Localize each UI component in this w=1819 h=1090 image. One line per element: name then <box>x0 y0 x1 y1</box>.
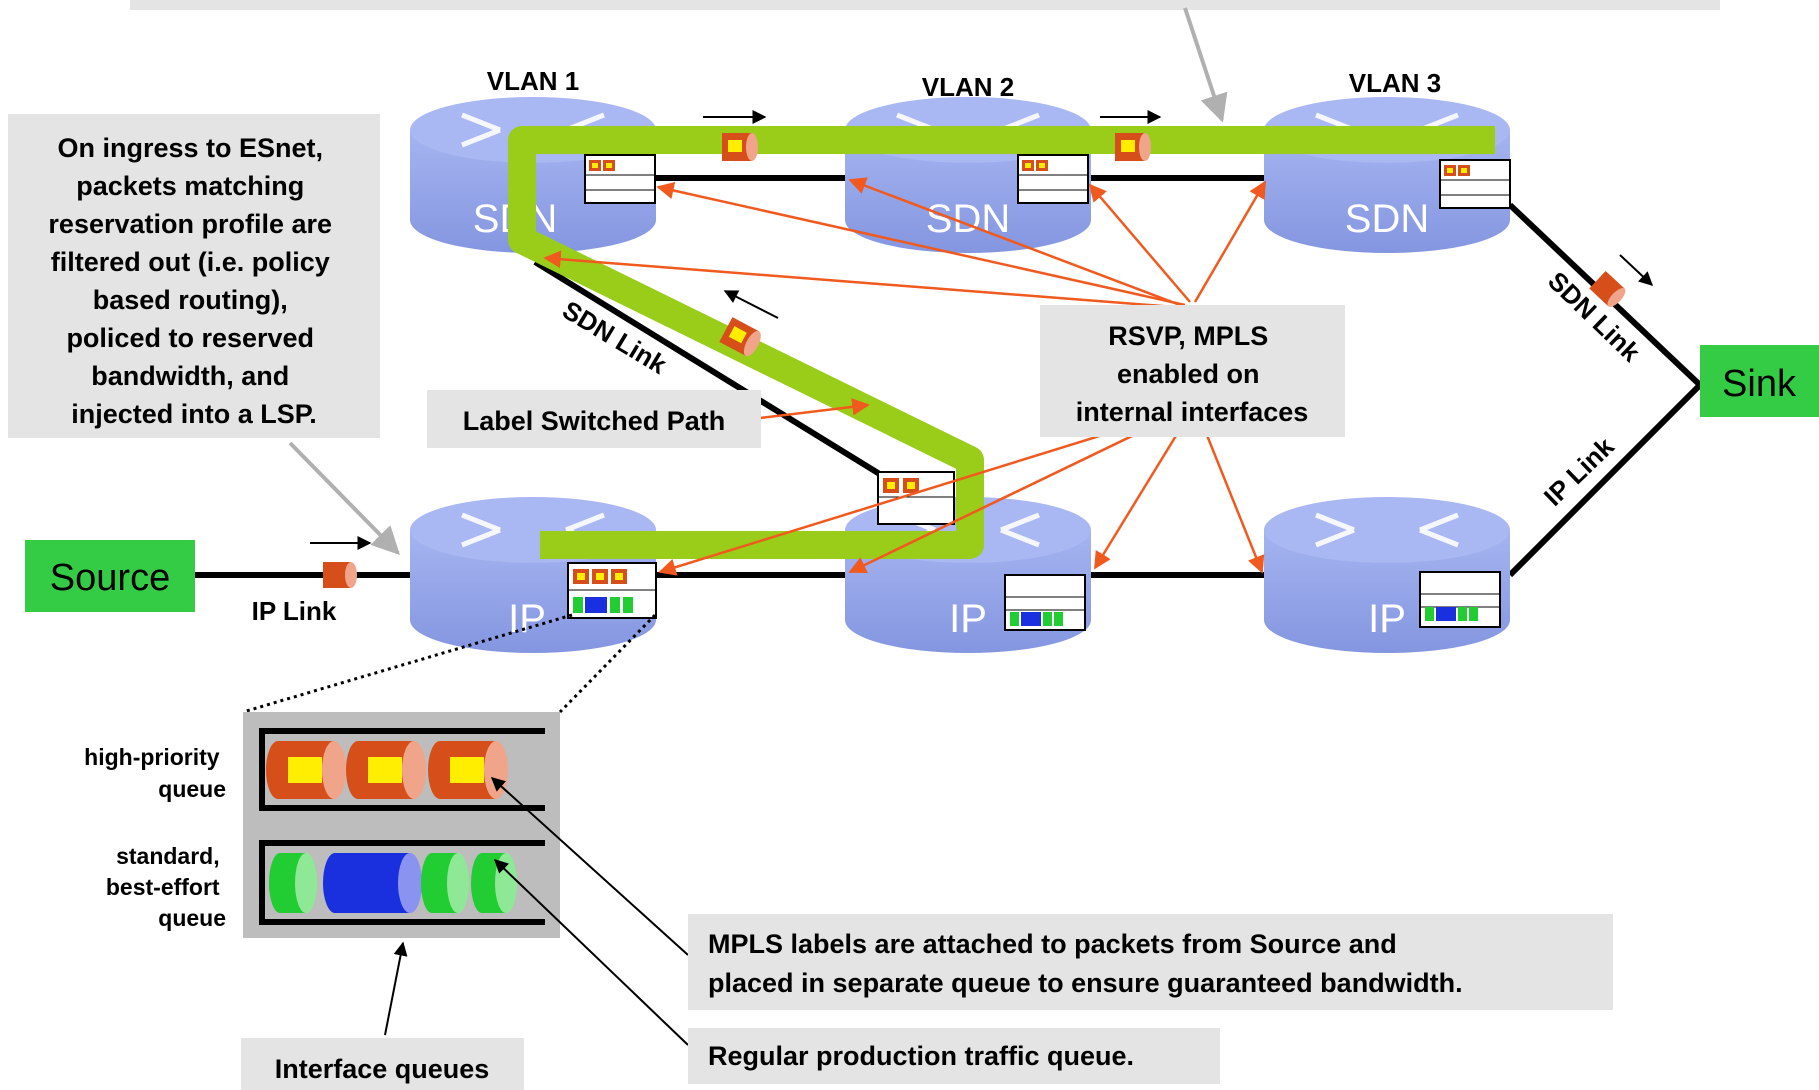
vlan-label: VLAN 2 <box>922 72 1014 102</box>
packet <box>722 133 758 161</box>
standard-queue-label: standard, best-effort queue <box>106 843 226 931</box>
interface-queues-callout: Interface queues <box>241 1038 524 1090</box>
ingress-text: On ingress to ESnet, packets matching re… <box>48 133 339 429</box>
rsvp-callout: RSVP, MPLS enabled on internal interface… <box>1040 305 1345 437</box>
ingress-pointer-arrow <box>288 441 400 555</box>
svg-text:Interface queues: Interface queues <box>275 1054 490 1084</box>
standard-queue <box>269 853 517 913</box>
interface-box-r5 <box>1004 574 1086 631</box>
router-type-label: IP <box>508 597 546 641</box>
lsp-callout: Label Switched Path <box>427 390 761 448</box>
router-type-label: IP <box>949 597 987 641</box>
regular-traffic-callout: Regular production traffic queue. <box>688 1028 1220 1084</box>
banner-pointer-arrow <box>1183 7 1228 123</box>
high-priority-queue-label: high-priority queue <box>84 744 226 802</box>
svg-text:Label Switched Path: Label Switched Path <box>463 406 726 436</box>
svg-text:MPLS labels are attached to pa: MPLS labels are attached to packets from… <box>708 929 1463 998</box>
top-banner <box>130 0 1720 10</box>
queue-pointers <box>384 777 689 1046</box>
mpls-callout: MPLS labels are attached to packets from… <box>688 914 1613 1010</box>
ip-link-label: IP Link <box>1538 431 1620 512</box>
interface-box-r4 <box>567 562 657 619</box>
ingress-callout: On ingress to ESnet, packets matching re… <box>8 114 380 438</box>
interface-box-r2 <box>1017 154 1089 204</box>
vlan-label: VLAN 3 <box>1349 68 1441 98</box>
svg-text:RSVP, MPLS enabled on: RSVP, MPLS enabled on internal interface… <box>1076 321 1309 427</box>
router-type-label: SDN <box>1345 197 1429 241</box>
router-arrows-icon <box>1315 512 1459 548</box>
source-endpoint: Source <box>25 540 195 612</box>
zoom-lines <box>242 613 657 714</box>
packet <box>323 562 357 588</box>
sink-label: Sink <box>1722 363 1797 405</box>
svg-text:Regular production traffic que: Regular production traffic queue. <box>708 1041 1134 1071</box>
router-type-label: IP <box>1368 597 1406 641</box>
interface-box-lsp <box>877 471 955 525</box>
interface-box-r6 <box>1419 571 1501 628</box>
packet <box>1115 133 1151 161</box>
source-label: Source <box>50 557 170 599</box>
ip-link-label: IP Link <box>252 596 337 626</box>
direction-arrows <box>310 110 1654 550</box>
router-type-label: SDN <box>926 197 1010 241</box>
interface-box-r1 <box>584 154 656 204</box>
sink-endpoint: Sink <box>1700 345 1819 417</box>
packet <box>719 317 761 357</box>
interface-box-r3 <box>1439 159 1511 209</box>
high-priority-queue <box>266 741 508 799</box>
interface-queues-box <box>243 712 560 938</box>
packet <box>1589 270 1626 307</box>
vlan-label: VLAN 1 <box>487 66 579 96</box>
